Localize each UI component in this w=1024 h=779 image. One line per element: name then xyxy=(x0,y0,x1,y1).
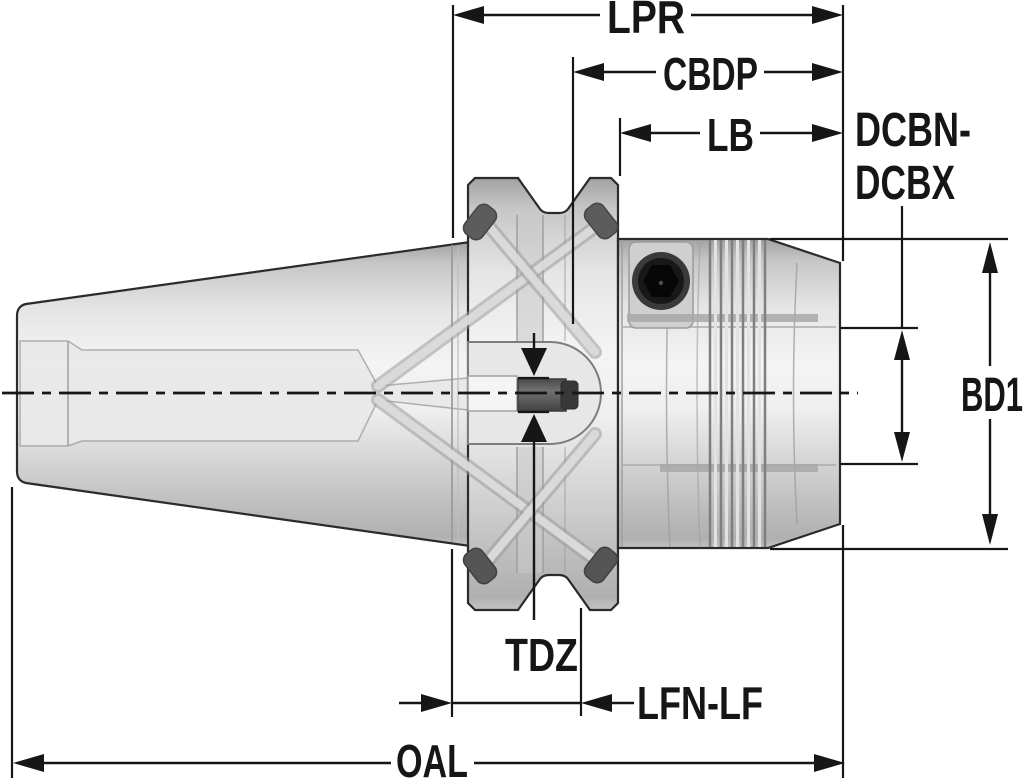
arrowhead-right xyxy=(421,694,452,712)
tube-core xyxy=(478,430,599,572)
arrowhead-up xyxy=(894,330,910,360)
set-screw xyxy=(628,241,694,329)
dimension-lb: LB xyxy=(618,109,843,176)
clamp-screw-cap xyxy=(560,380,579,410)
tube-core xyxy=(478,214,599,356)
arrowhead-up xyxy=(521,414,547,442)
tube-core xyxy=(374,396,602,566)
dim-label-lpr: LPR xyxy=(607,0,685,43)
dimension-lpr: LPR xyxy=(451,0,845,261)
arrowhead-right xyxy=(812,63,843,81)
arrowhead-left xyxy=(573,63,604,81)
dimension-bd1: BD1 xyxy=(770,237,1023,551)
dim-label-lb: LB xyxy=(707,109,754,161)
tube-upper-left xyxy=(475,211,602,359)
dim-label-lfn-lf: LFN-LF xyxy=(637,677,763,729)
dimension-dcbn-dcbx: DCBN- DCBX xyxy=(840,104,971,466)
dim-label-bd1: BD1 xyxy=(961,369,1023,422)
arrowhead-down xyxy=(894,432,910,462)
dimension-lfn-lf: LFN-LF xyxy=(399,549,763,729)
arrowhead-down xyxy=(982,514,998,545)
coolant-tubes xyxy=(371,202,619,585)
arrowhead-left xyxy=(581,694,612,712)
dimension-tdz: TDZ xyxy=(505,333,578,681)
wrench-flat-bar-top xyxy=(627,314,818,322)
screw-center-dot xyxy=(658,280,664,286)
tube-lower-left xyxy=(475,427,602,575)
tube-upper-right-to-neck xyxy=(371,218,605,393)
dimension-oal: OAL xyxy=(10,487,845,779)
dim-label-tdz: TDZ xyxy=(505,629,578,681)
plug-upper-right xyxy=(583,202,619,240)
dim-label-oal: OAL xyxy=(396,735,468,779)
dim-label-dcbn-line2: DCBX xyxy=(855,157,955,210)
tube-lower-right-to-neck xyxy=(371,393,605,569)
plug-lower-left xyxy=(462,547,498,585)
groove-plugs xyxy=(462,202,619,585)
arrowhead-right xyxy=(812,6,843,24)
clamp-screw-block xyxy=(517,378,567,412)
arrowhead-left xyxy=(453,6,484,24)
arrowhead-right xyxy=(814,754,845,772)
plug-lower-right xyxy=(583,546,619,584)
plug-upper-left xyxy=(462,203,498,241)
tube-core xyxy=(374,221,602,390)
dim-label-dcbn-line1: DCBN- xyxy=(855,104,971,157)
body-shading-arc xyxy=(792,262,798,525)
arrowhead-left xyxy=(620,124,651,142)
arrowhead-down xyxy=(521,348,547,376)
arrowhead-up xyxy=(982,242,998,273)
arrowhead-left xyxy=(13,754,44,772)
dim-label-cbdp: CBDP xyxy=(663,48,758,100)
dimension-cbdp: CBDP xyxy=(571,48,843,324)
arrowhead-right xyxy=(812,124,843,142)
